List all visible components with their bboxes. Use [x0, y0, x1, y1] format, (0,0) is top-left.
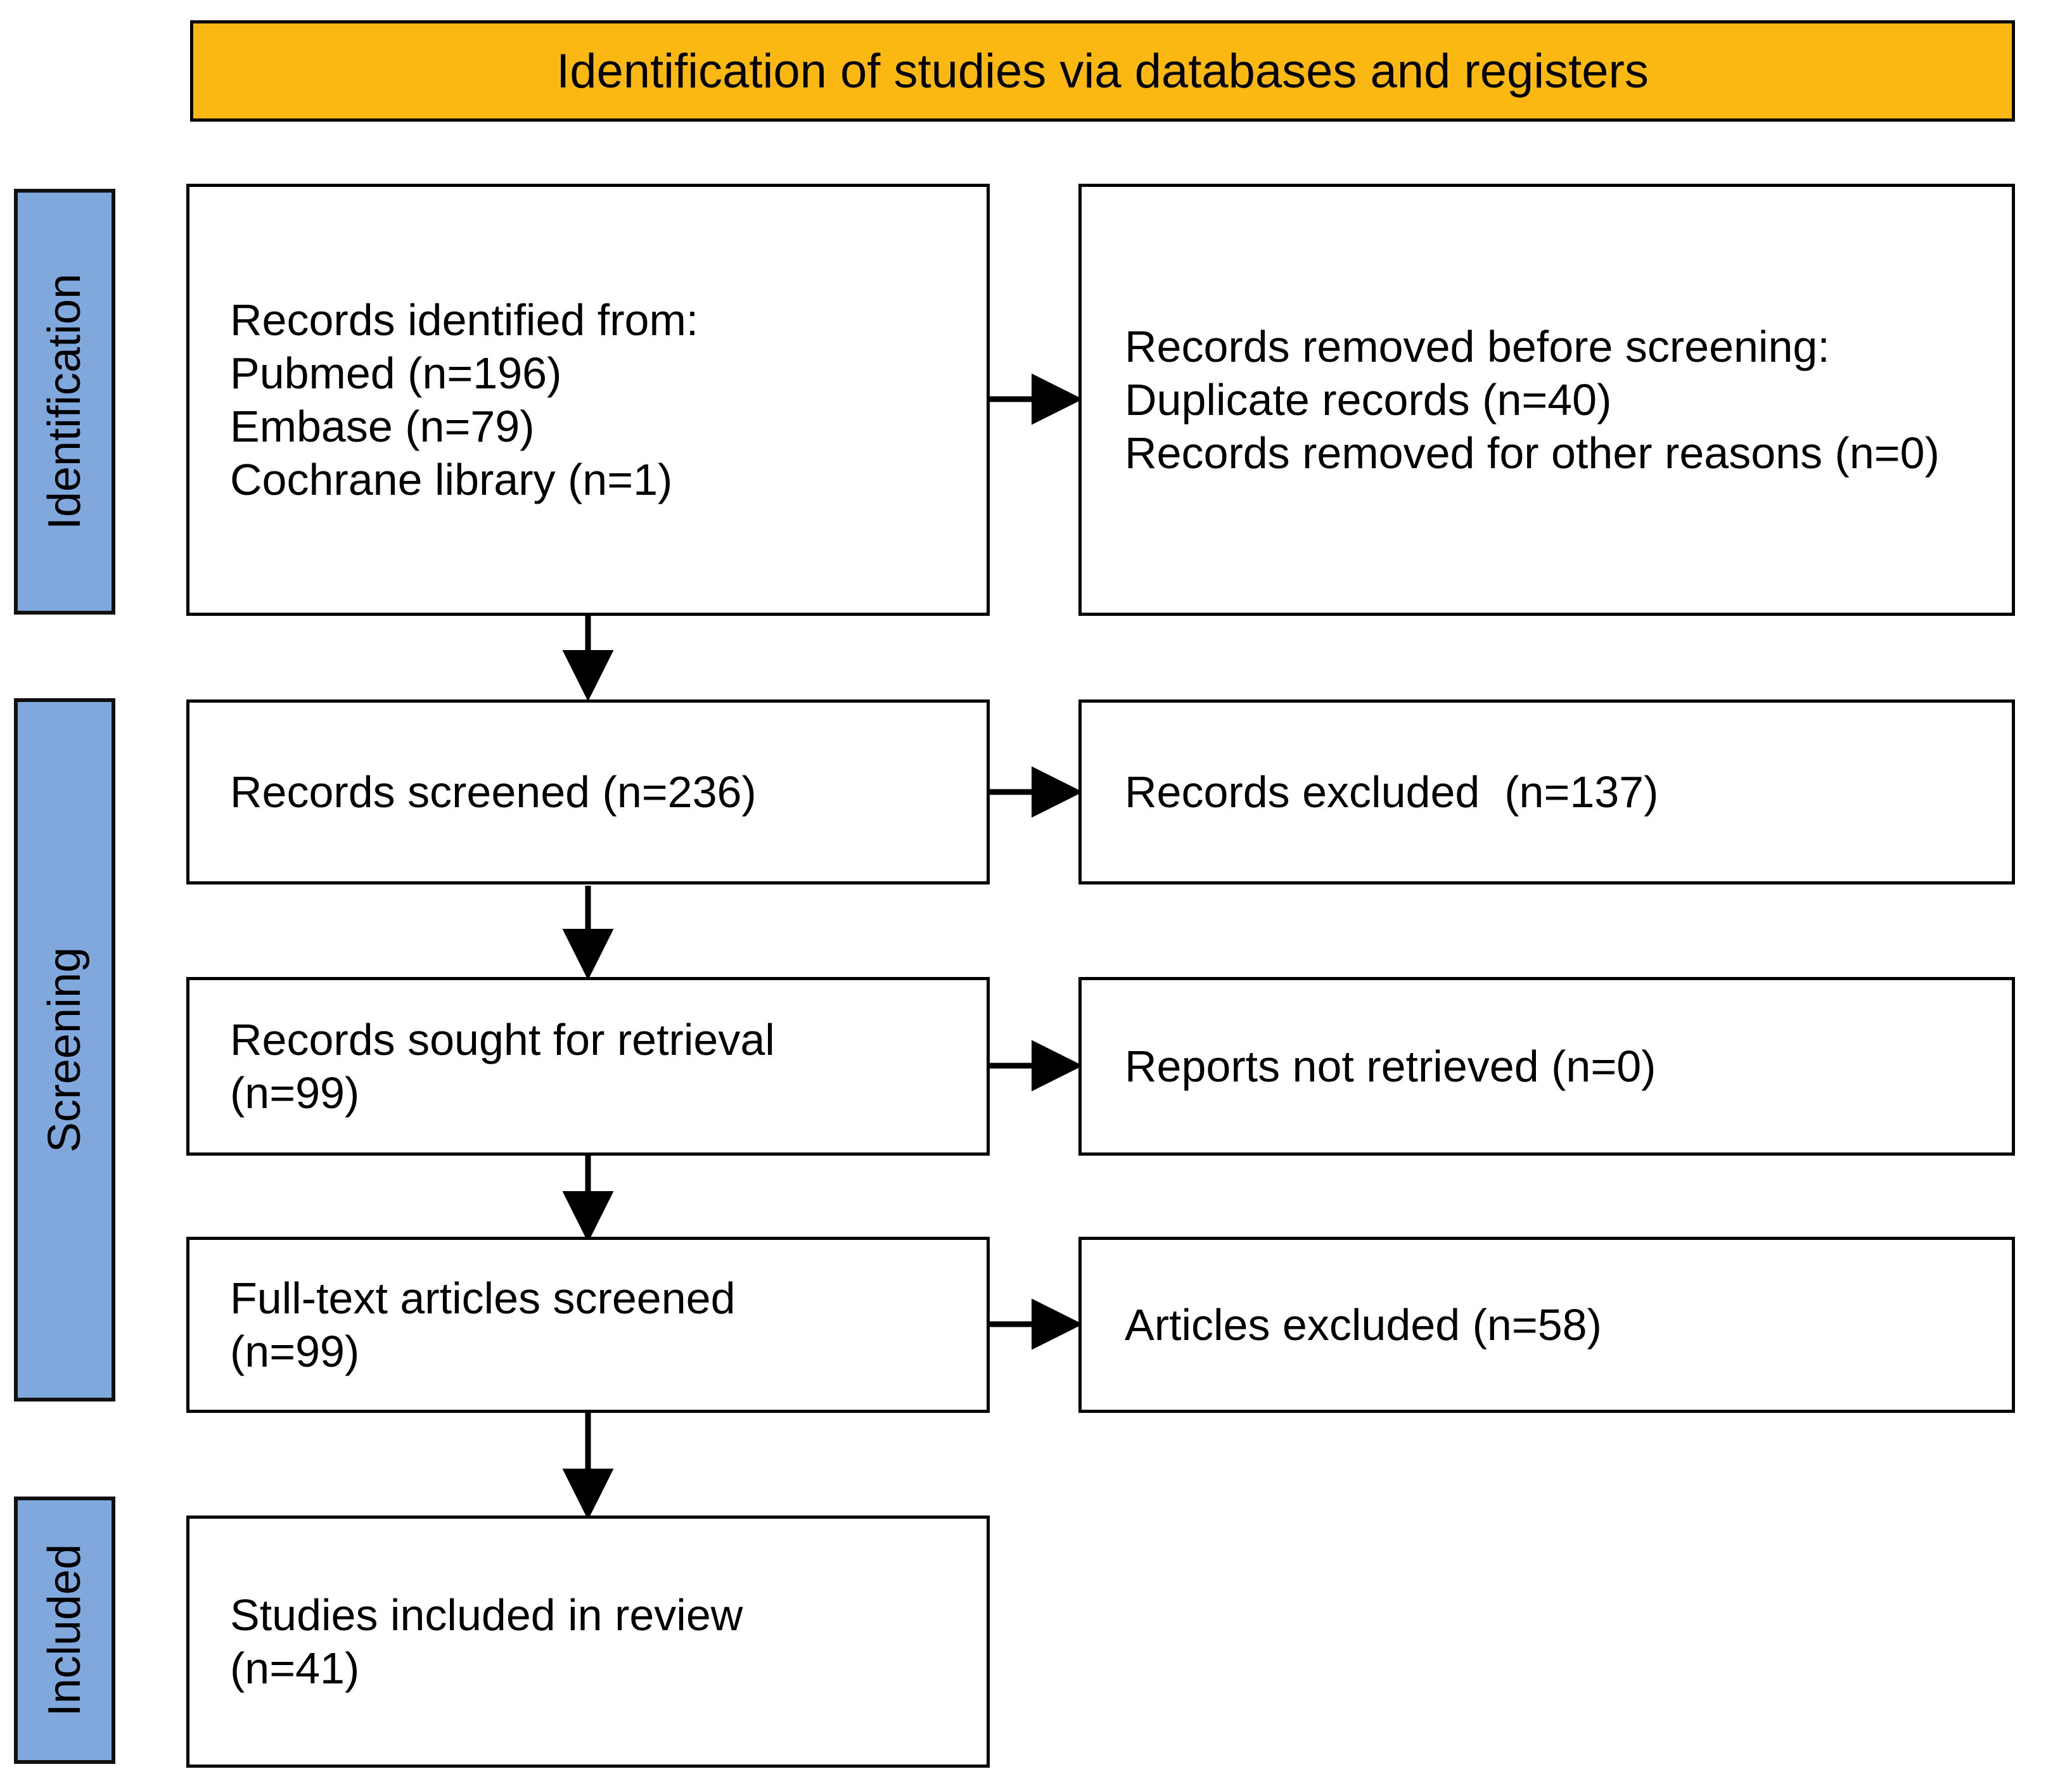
studies-included-line-1: Studies included in review	[230, 1590, 743, 1640]
box-reports-not-retrieved: Reports not retrieved (n=0)	[1078, 977, 2015, 1156]
phase-label-included-text: Included	[39, 1543, 90, 1717]
records-identified-line-2: Pubmed (n=196)	[230, 348, 562, 398]
records-removed-line-3: Records removed for other reasons (n=0)	[1125, 428, 1940, 478]
box-records-excluded: Records excluded (n=137)	[1078, 699, 2015, 884]
box-records-screened: Records screened (n=236)	[186, 699, 990, 884]
box-articles-excluded: Articles excluded (n=58)	[1078, 1237, 2015, 1413]
studies-included-line-2: (n=41)	[230, 1644, 360, 1693]
phase-label-included: Included	[14, 1497, 115, 1764]
records-screened-line-1: Records screened (n=236)	[230, 767, 757, 817]
box-studies-included: Studies included in review (n=41)	[186, 1516, 990, 1768]
box-records-removed: Records removed before screening: Duplic…	[1078, 184, 2015, 616]
box-records-sought: Records sought for retrieval (n=99)	[186, 977, 990, 1156]
phase-label-screening-text: Screening	[39, 947, 90, 1153]
articles-excluded-line-1: Articles excluded (n=58)	[1125, 1300, 1602, 1350]
reports-not-retrieved-line-1: Reports not retrieved (n=0)	[1125, 1042, 1656, 1091]
phase-label-screening: Screening	[14, 698, 115, 1401]
fulltext-screened-line-2: (n=99)	[230, 1327, 360, 1376]
records-identified-line-1: Records identified from:	[230, 295, 699, 345]
records-identified-line-3: Embase (n=79)	[230, 402, 535, 451]
fulltext-screened-line-1: Full-text articles screened	[230, 1274, 736, 1323]
box-records-identified: Records identified from: Pubmed (n=196) …	[186, 184, 990, 616]
box-fulltext-screened: Full-text articles screened (n=99)	[186, 1237, 990, 1413]
records-sought-line-1: Records sought for retrieval	[230, 1015, 775, 1064]
records-sought-line-2: (n=99)	[230, 1068, 360, 1118]
records-removed-line-1: Records removed before screening:	[1125, 322, 1830, 371]
page-title: Identification of studies via databases …	[556, 44, 1649, 98]
phase-label-identification: Identification	[14, 189, 115, 615]
records-identified-line-4: Cochrane library (n=1)	[230, 455, 673, 504]
records-removed-line-2: Duplicate records (n=40)	[1125, 375, 1612, 425]
records-excluded-line-1: Records excluded (n=137)	[1125, 767, 1659, 817]
diagram-header-banner: Identification of studies via databases …	[190, 20, 2015, 122]
phase-label-identification-text: Identification	[39, 273, 91, 530]
